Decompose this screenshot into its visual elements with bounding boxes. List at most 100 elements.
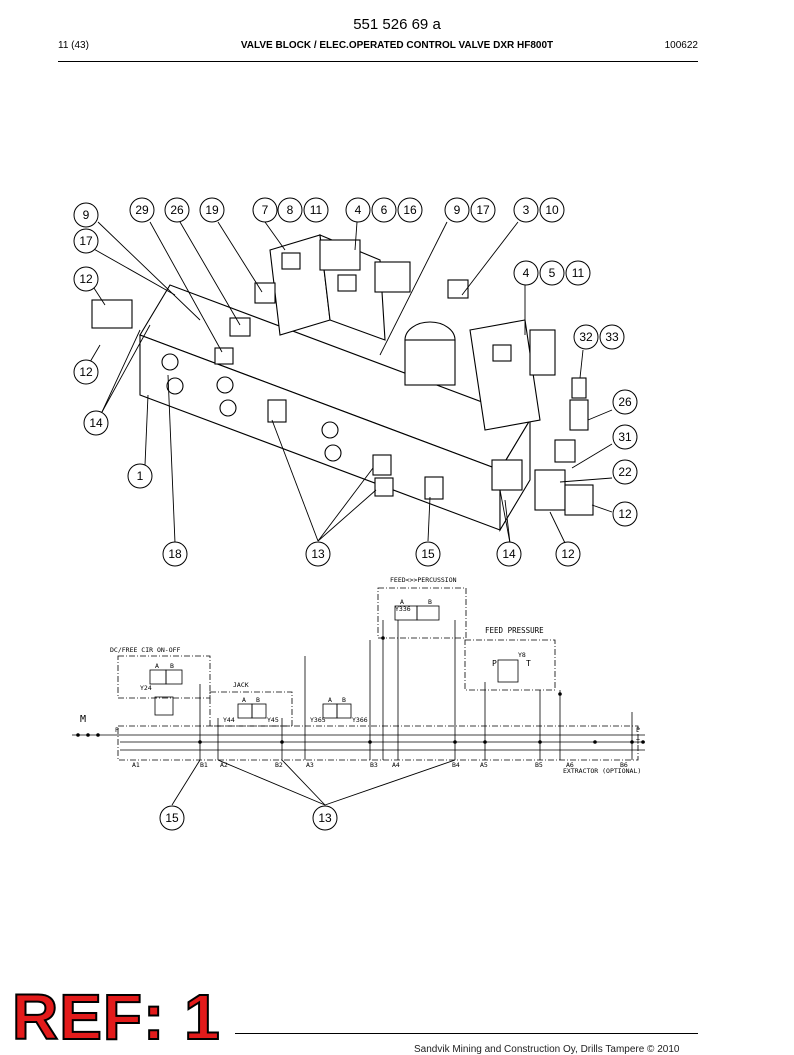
callout-bubble: 18: [162, 541, 188, 567]
svg-text:14: 14: [502, 547, 516, 561]
fitting: [267, 399, 287, 423]
callout-bubble: 9: [73, 202, 99, 228]
t-port-label: T: [636, 738, 640, 746]
dc-free-cir-label: DC/FREE CIR ON-OFF: [110, 646, 181, 654]
svg-text:9: 9: [83, 208, 90, 222]
port-label: B2: [275, 761, 283, 769]
page-number: 11 (43): [58, 40, 89, 51]
callout-bubble: 1: [127, 463, 153, 489]
svg-text:12: 12: [79, 365, 93, 379]
b-port-label: B: [170, 662, 174, 670]
callout-bubble: 22: [612, 459, 638, 485]
svg-text:22: 22: [618, 465, 632, 479]
svg-text:13: 13: [311, 547, 325, 561]
coil-label: Y45: [267, 716, 279, 724]
svg-text:31: 31: [618, 430, 632, 444]
header-divider: [58, 61, 698, 62]
fitting: [229, 317, 251, 337]
svg-text:4: 4: [523, 266, 530, 280]
p-port-label: P: [492, 659, 497, 668]
svg-text:33: 33: [605, 330, 619, 344]
valve-symbol: [165, 669, 183, 685]
callout-bubble: 11: [565, 260, 591, 286]
valve-section-3: [469, 319, 541, 431]
callout-bubble: 12: [73, 266, 99, 292]
callout-bubble: 13: [312, 805, 338, 831]
bolt-head: [281, 252, 301, 270]
p-port-label: P: [115, 726, 119, 734]
schematic-labels: FEED<>>PERCUSSION FEED PRESSURE DC/FREE …: [80, 576, 641, 775]
coil-label: Y366: [352, 716, 368, 724]
svg-text:13: 13: [318, 811, 332, 825]
port-label: A4: [392, 761, 400, 769]
callout-bubble: 32: [573, 324, 599, 350]
footer-copyright: Sandvik Mining and Construction Oy, Dril…: [414, 1044, 680, 1055]
fitting: [374, 477, 394, 497]
callout-bubble: 26: [612, 389, 638, 415]
svg-text:18: 18: [168, 547, 182, 561]
svg-text:4: 4: [355, 203, 362, 217]
port-label: B1: [200, 761, 208, 769]
coil-label: Y365: [310, 716, 326, 724]
valve-symbol: [237, 703, 253, 719]
t-port-label: T: [526, 659, 531, 668]
svg-text:9: 9: [454, 203, 461, 217]
port-label: B5: [535, 761, 543, 769]
svg-text:16: 16: [403, 203, 417, 217]
coil-3: [529, 329, 556, 376]
jack-label: JACK: [233, 681, 249, 689]
callout-bubble: 14: [83, 410, 109, 436]
port-label: B4: [452, 761, 460, 769]
svg-text:14: 14: [89, 416, 103, 430]
fitting: [571, 377, 587, 399]
regulator-body: [404, 339, 456, 386]
callout-bubble: 33: [599, 324, 625, 350]
svg-text:10: 10: [545, 203, 559, 217]
document-number: 551 526 69 a: [353, 16, 441, 33]
a-port-label: A: [242, 696, 246, 704]
svg-text:12: 12: [618, 507, 632, 521]
svg-text:12: 12: [79, 272, 93, 286]
coil-label: Y336: [395, 605, 411, 613]
callout-bubble: 26: [164, 197, 190, 223]
footer-divider: [235, 1033, 698, 1034]
m-label: M: [80, 714, 86, 725]
svg-text:5: 5: [549, 266, 556, 280]
port-label: B3: [370, 761, 378, 769]
callout-bubble: 7: [252, 197, 278, 223]
callout-bubble: 31: [612, 424, 638, 450]
callout-bubble: 6: [371, 197, 397, 223]
callout-bubble: 9: [444, 197, 470, 223]
coil-1: [319, 239, 361, 271]
callout-bubble: 12: [555, 541, 581, 567]
p-port-label: P: [636, 726, 640, 734]
callout-bubble: 5: [539, 260, 565, 286]
svg-text:7: 7: [262, 203, 269, 217]
svg-text:17: 17: [476, 203, 490, 217]
feed-pressure-label: FEED PRESSURE: [485, 626, 544, 635]
svg-text:3: 3: [523, 203, 530, 217]
callout-bubble: 16: [397, 197, 423, 223]
date-code: 100622: [664, 40, 698, 51]
port: [324, 444, 342, 462]
fitting: [569, 399, 589, 431]
port-label: A1: [132, 761, 140, 769]
fitting: [372, 454, 392, 476]
callout-bubble: 19: [199, 197, 225, 223]
callout-bubble: 13: [305, 541, 331, 567]
valve-symbol: [497, 659, 519, 683]
callout-bubble: 10: [539, 197, 565, 223]
feed-percussion-box: [377, 587, 467, 639]
fitting: [564, 484, 594, 516]
feed-percussion-label: FEED<>>PERCUSSION: [390, 576, 457, 584]
svg-text:1: 1: [137, 469, 144, 483]
callout-bubble: 8: [277, 197, 303, 223]
bolt-head: [492, 344, 512, 362]
valve-symbol: [416, 605, 440, 621]
port-label: A3: [306, 761, 314, 769]
port: [216, 376, 234, 394]
fitting: [214, 347, 234, 365]
svg-text:26: 26: [618, 395, 632, 409]
callout-bubble: 4: [513, 260, 539, 286]
svg-text:15: 15: [421, 547, 435, 561]
